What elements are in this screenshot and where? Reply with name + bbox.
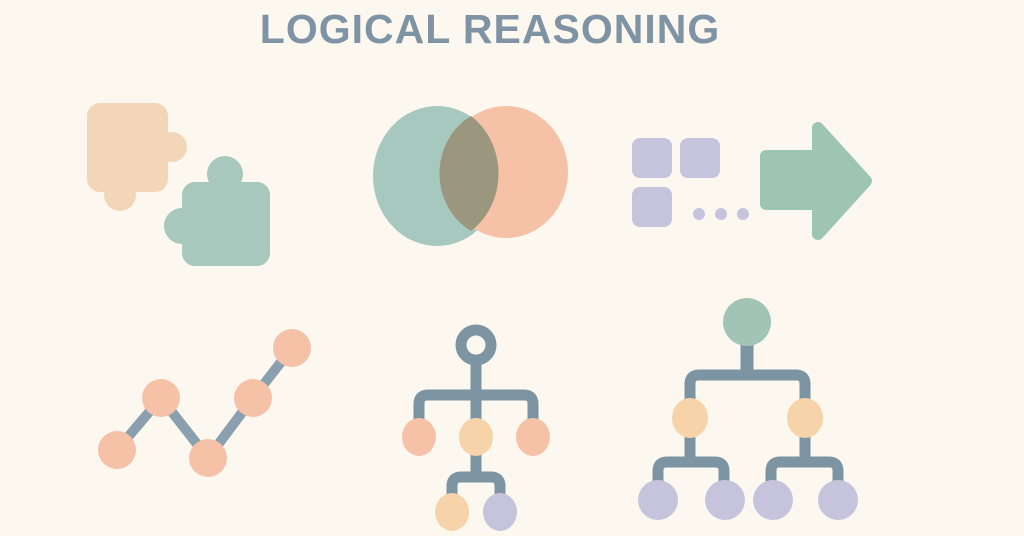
puzzle-peach-knob-bottom xyxy=(104,179,136,211)
pattern-to-arrow-icon xyxy=(632,122,872,240)
tree-mid-node-right xyxy=(787,398,823,438)
ellipsis-dot-2 xyxy=(715,208,727,220)
tree-root-node xyxy=(723,298,771,346)
trend-node-2 xyxy=(142,379,180,417)
right-arrow-icon xyxy=(760,122,872,240)
trend-node-4 xyxy=(234,379,272,417)
trend-node-1 xyxy=(98,431,136,469)
venn-overlap xyxy=(439,116,499,231)
puzzle-peach-body xyxy=(87,103,168,192)
page-title: LOGICAL REASONING xyxy=(259,6,721,52)
tree-leaf-1 xyxy=(638,480,678,520)
trend-node-5 xyxy=(273,329,311,367)
tree-leaf-2 xyxy=(705,480,745,520)
tree-leaf-4 xyxy=(818,480,858,520)
tree-sub-bar-right xyxy=(765,456,844,490)
flowchart-ring-root xyxy=(455,324,497,366)
flowchart-leaf-right xyxy=(483,493,517,531)
grid-square-bottom-left xyxy=(632,187,672,227)
tree-branch-bar xyxy=(684,369,811,400)
tree-mid-node-left xyxy=(672,398,708,438)
flowchart-sub-bar xyxy=(446,471,506,500)
venn-diagram-icon xyxy=(373,106,568,246)
flowchart-icon xyxy=(402,324,550,531)
puzzle-pieces-icon xyxy=(87,103,270,266)
puzzle-teal-knob-top xyxy=(207,156,243,192)
grid-square-top-right xyxy=(680,138,720,178)
flowchart-node-right xyxy=(516,418,550,456)
flowchart-leaf-left xyxy=(435,493,469,531)
grid-square-top-left xyxy=(632,138,672,178)
tree-sub-bar-left xyxy=(652,456,730,490)
puzzle-teal-knob-left xyxy=(164,208,200,244)
tree-diagram-icon xyxy=(638,298,858,520)
trend-node-3 xyxy=(189,439,227,477)
trend-line-icon xyxy=(98,329,311,477)
puzzle-piece-teal xyxy=(164,156,270,266)
ellipsis-dot-3 xyxy=(737,208,749,220)
puzzle-piece-peach xyxy=(87,103,187,211)
tree-leaf-3 xyxy=(753,480,793,520)
puzzle-teal-body xyxy=(182,182,270,266)
flowchart-branch-bar xyxy=(413,389,539,421)
flowchart-node-middle xyxy=(459,418,493,456)
flowchart-node-left xyxy=(402,418,436,456)
ellipsis-dot-1 xyxy=(693,208,705,220)
puzzle-peach-knob-right xyxy=(157,132,187,162)
